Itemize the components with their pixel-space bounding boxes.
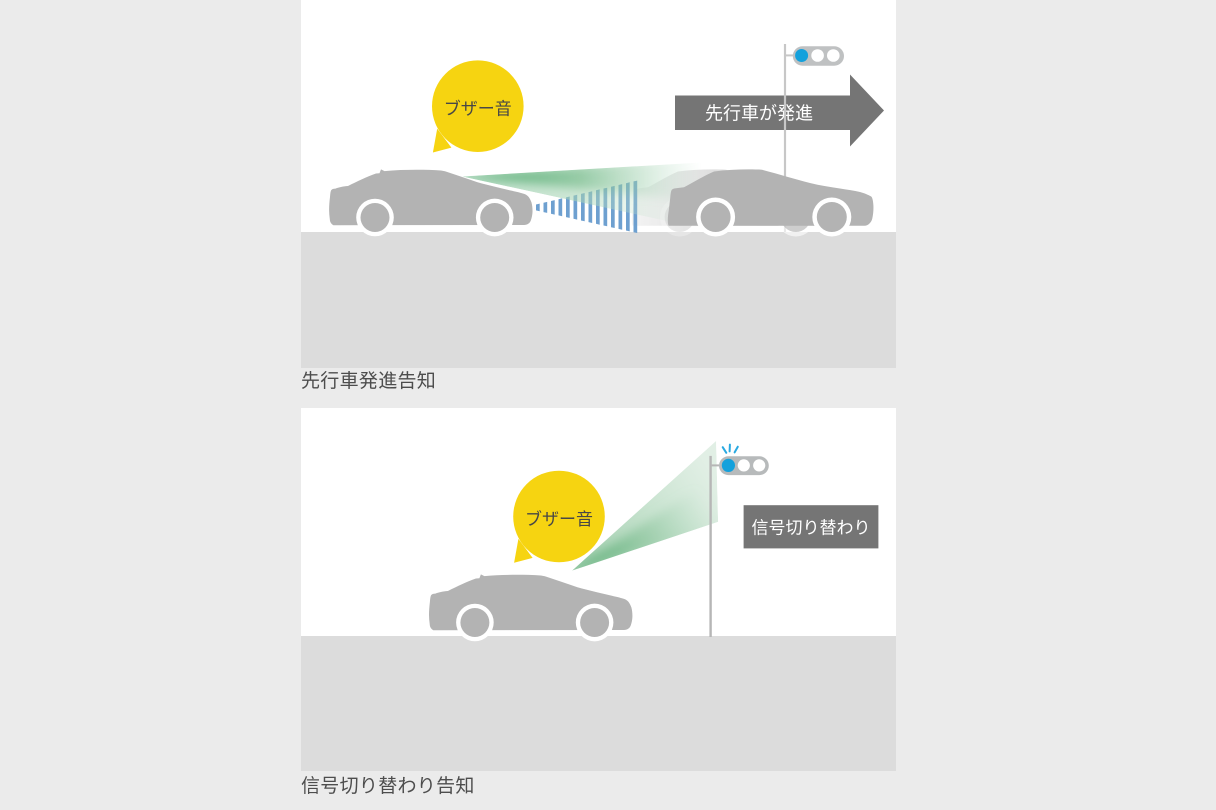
middle-signal-lens [811,49,824,62]
traffic-light-bracket [786,54,793,57]
signal-change-sign-label: 信号切り替わり [752,518,871,537]
green-signal-lens [795,49,809,62]
traffic-light [709,443,769,637]
figure-departure-notification: 先行車が発進 [301,0,896,368]
right-signal-lens [827,49,840,62]
right-signal-lens [753,459,766,472]
buzzer-bubble: ブザー音 [432,60,524,153]
camera-cone [462,162,701,229]
road [301,232,896,368]
signal-change-sign-box [743,505,879,549]
signal-blink-rays [721,443,739,454]
departure-arrow-label: 先行車が発進 [705,104,813,124]
traffic-light-bracket [711,464,719,467]
buzzer-bubble-label: ブザー音 [525,509,593,529]
green-signal-lens [721,458,735,472]
signal-change-sign: 信号切り替わり [743,505,879,549]
traffic-light-pole [709,455,712,637]
buzzer-bubble: ブザー音 [513,470,605,563]
signal-change-illustration: 信号切り替わり ブザー音 [301,408,896,771]
departure-illustration: 先行車が発進 [301,0,896,368]
traffic-light-pole [783,44,787,232]
figure-signal-change-caption: 信号切り替わり告知 [301,776,475,797]
buzzer-bubble-label: ブザー音 [444,99,512,119]
camera-cone [571,440,719,571]
figure-departure-caption: 先行車発進告知 [301,371,437,392]
middle-signal-lens [737,459,750,472]
departure-arrow [675,74,884,147]
figure-signal-change-notification: 信号切り替わり ブザー音 [301,408,896,771]
traffic-light [783,44,844,232]
road [301,636,896,771]
